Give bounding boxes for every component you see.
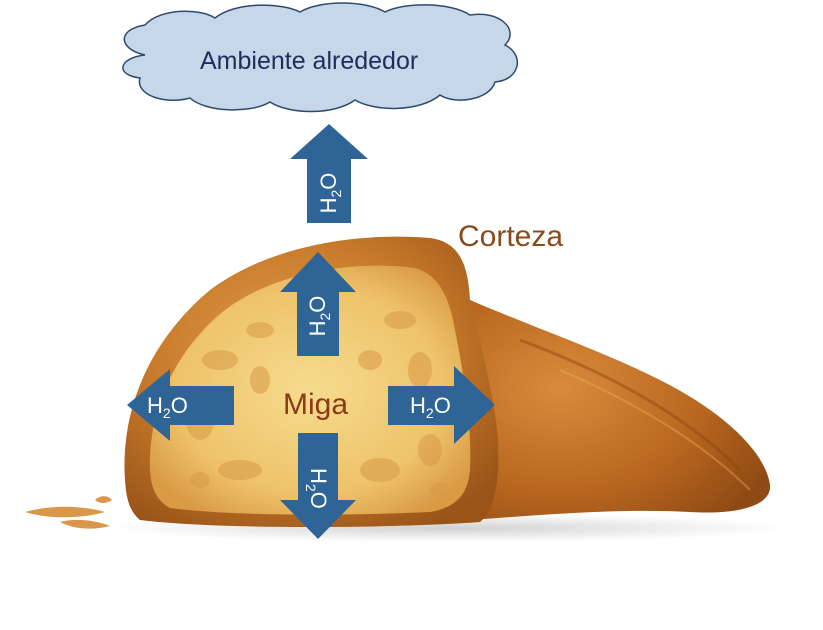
croissant-horn [470,300,771,520]
arrow-down [280,433,356,539]
arrow-up-to-cloud [290,124,368,223]
h2o-h: H [306,468,331,484]
h2o-h: H [316,197,341,214]
h2o-o: O [316,172,341,190]
arrow-right [388,366,495,444]
h2o-h: H [147,393,163,418]
h2o-sub: 2 [303,483,319,492]
crumb-label: Miga [283,388,349,421]
h2o-o: O [306,491,331,509]
cloud-shape [122,2,519,113]
h2o-sub: 2 [328,189,344,198]
h2o-o: O [433,393,451,418]
loose-crumbs [25,496,112,529]
arrow-label-bottom: H2O [303,468,331,509]
crust-label: Corteza [458,220,564,253]
croissant-crumb [149,265,471,515]
cloud-label: Ambiente alrededor [200,47,419,75]
h2o-sub: 2 [317,312,333,321]
h2o-h: H [410,393,426,418]
arrow-label-top-crumb: H2O [305,295,333,337]
h2o-h: H [305,320,330,337]
croissant-horn-ridge [519,338,742,472]
arrow-label-right: H2O [410,393,451,421]
h2o-sub: 2 [425,405,434,421]
h2o-o: O [305,295,330,313]
h2o-o: O [170,393,188,418]
arrow-up-from-crumb [280,252,356,356]
croissant-horn-ridge [559,369,751,491]
arrow-label-left: H2O [147,393,188,421]
h2o-sub: 2 [162,405,171,421]
arrow-label-top-cloud: H2O [316,171,344,215]
arrow-left [127,369,234,441]
